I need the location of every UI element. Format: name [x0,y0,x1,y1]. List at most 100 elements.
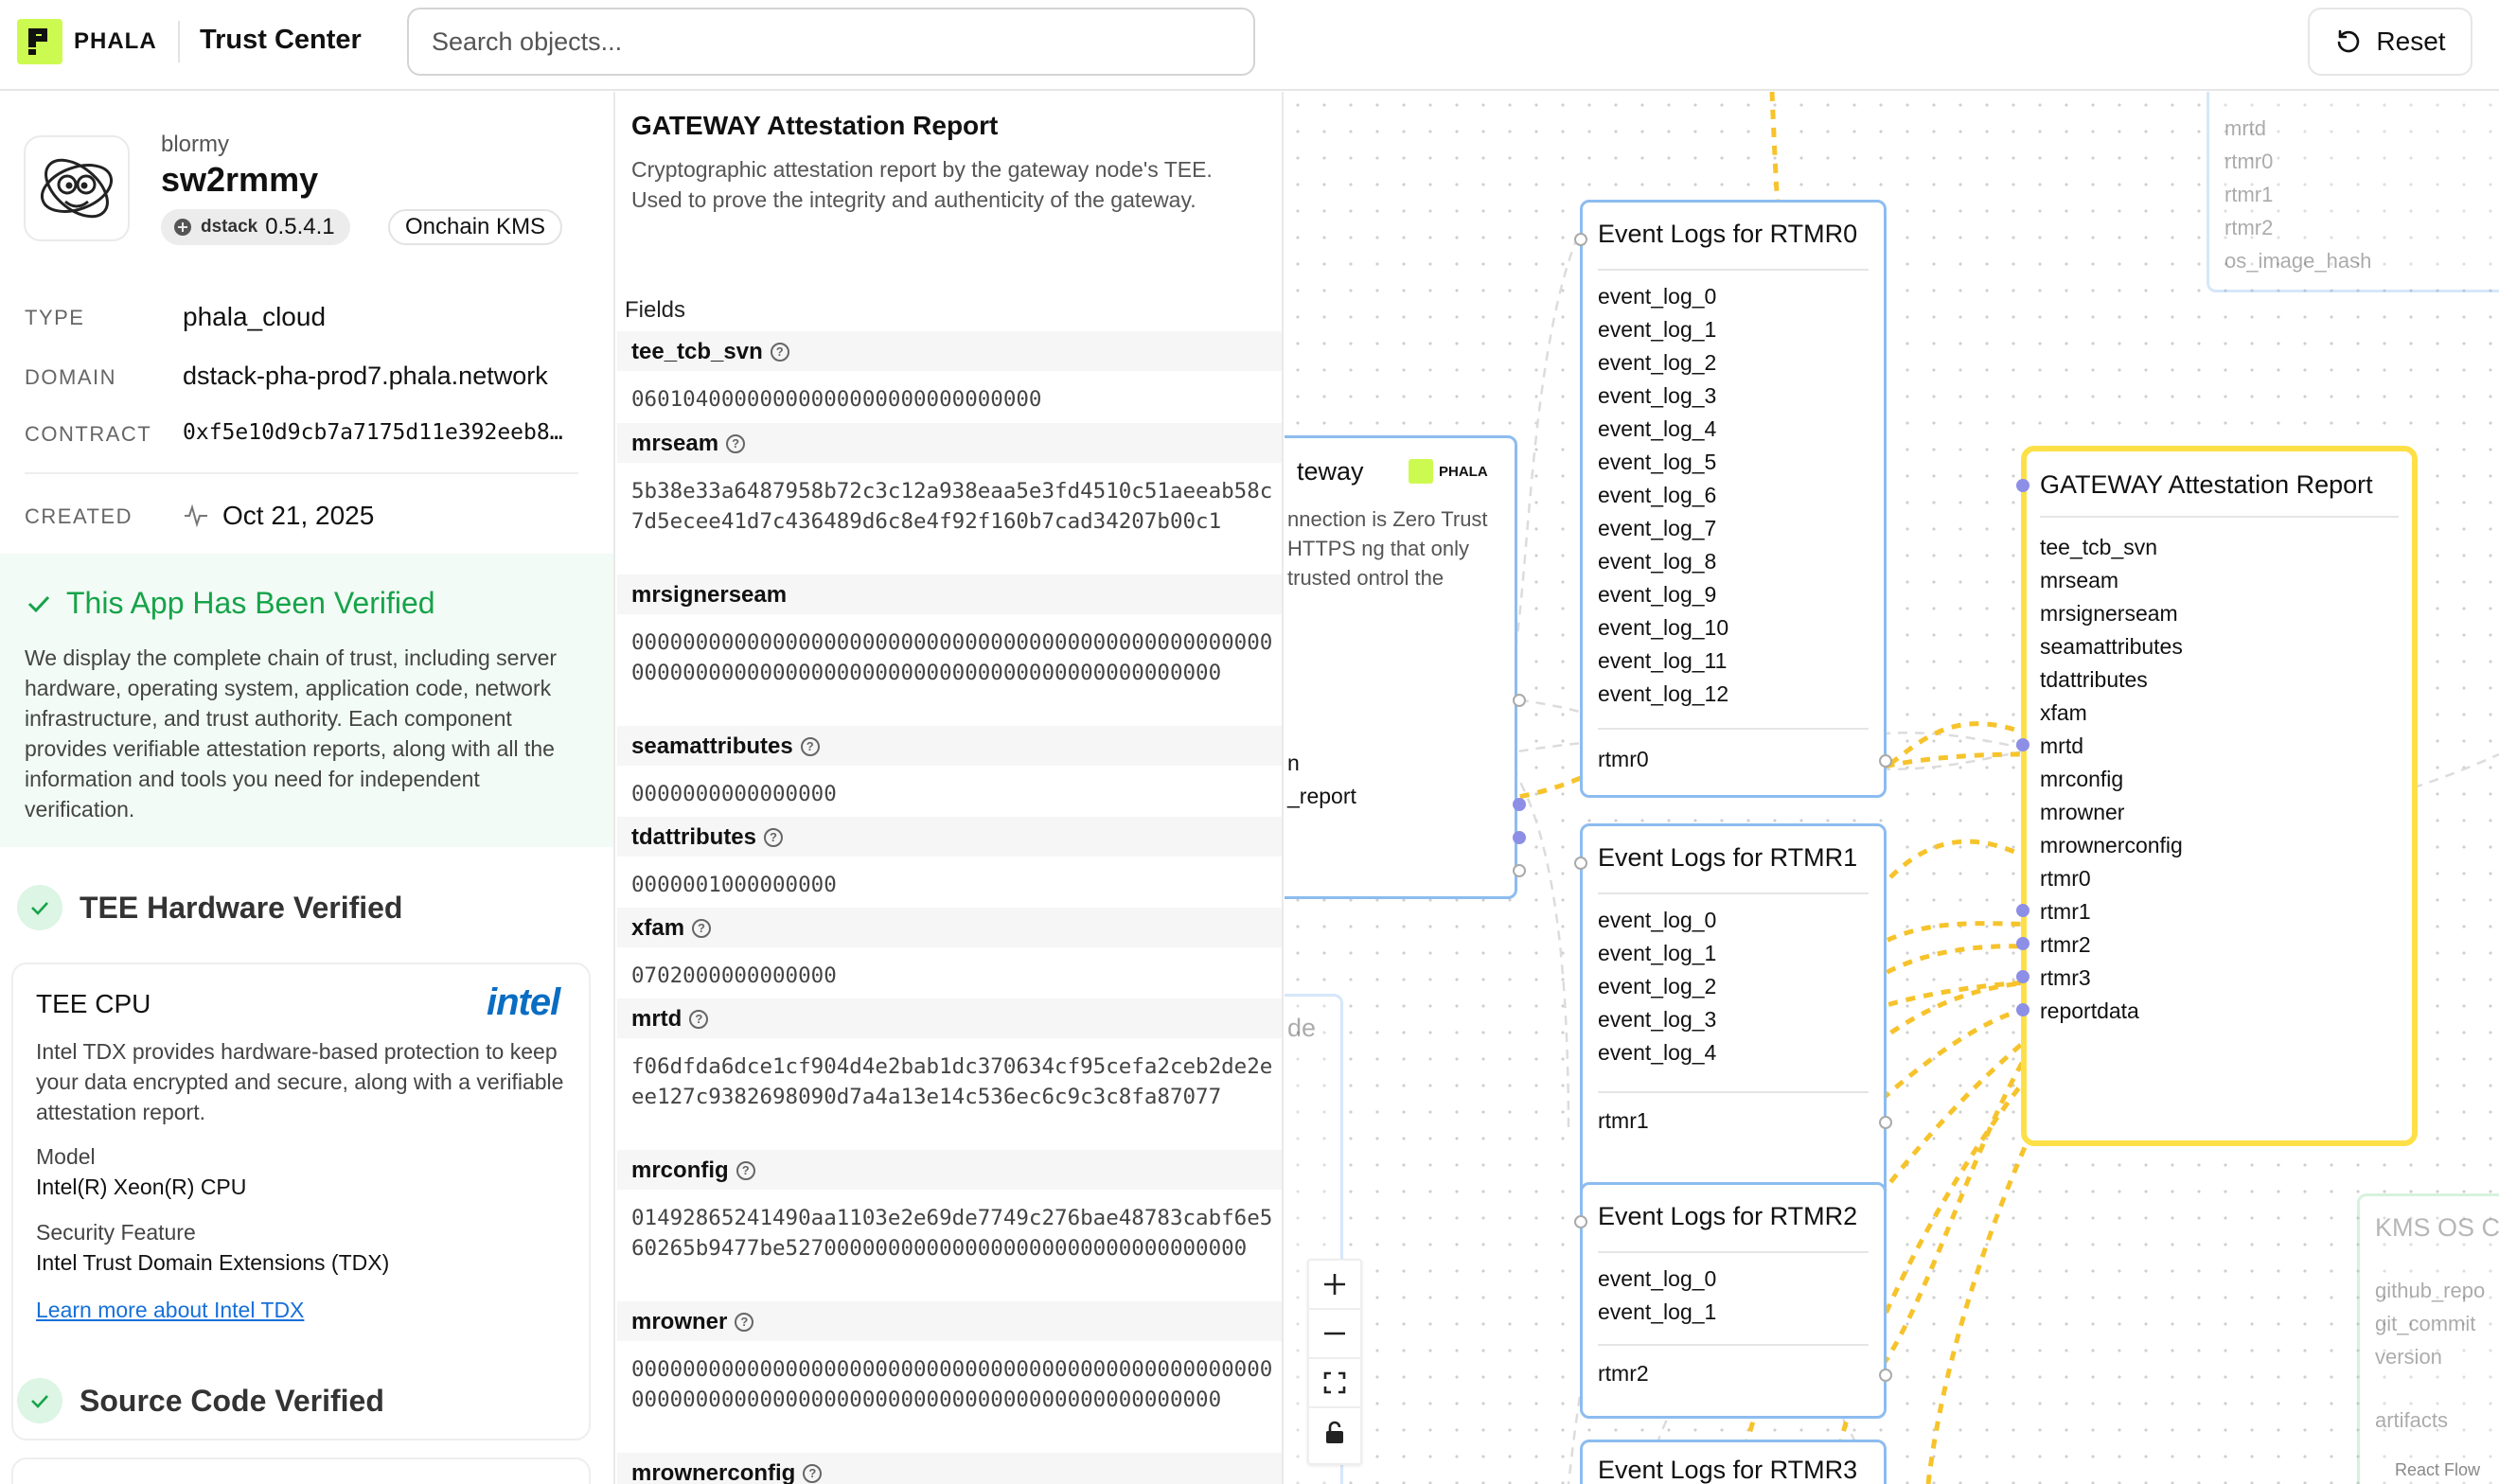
node-handle[interactable] [2016,970,2029,983]
react-flow-attribution[interactable]: React Flow [2395,1460,2481,1479]
phala-logo-icon[interactable] [17,19,62,64]
node-title: Event Logs for RTMR1 [1598,843,1858,872]
tee-card-description: Intel TDX provides hardware-based protec… [36,1039,564,1124]
node-handle[interactable] [2016,479,2029,492]
event-log-item: event_log_5 [1598,450,1717,474]
node-handle[interactable] [2016,1003,2029,1016]
field-value-mrsignerseam: 0000000000000000000000000000000000000000… [631,630,1273,685]
fit-view-icon [1323,1371,1346,1394]
check-circle-icon [17,885,62,930]
flow-canvas[interactable]: teway PHALA nnection is Zero Trust HTTPS… [1285,92,2499,1484]
help-icon[interactable]: ? [803,1464,823,1483]
node-handle[interactable] [1513,798,1526,811]
field-name-mrownerconfig: mrownerconfig? [631,1460,823,1484]
node-title: Event Logs for RTMR3 [1598,1456,1858,1484]
zoom-in-button[interactable] [1309,1261,1360,1310]
help-icon[interactable]: ? [692,919,712,938]
event-log-item: event_log_0 [1598,908,1717,932]
event-logs-rtmr0-node[interactable]: Event Logs for RTMR0 event_log_0 event_l… [1574,200,1892,798]
dstack-logo-icon [174,219,191,236]
security-feature-value: Intel Trust Domain Extensions (TDX) [36,1250,390,1275]
event-log-item: event_log_1 [1598,317,1717,342]
phala-badge-text: PHALA [1439,463,1488,480]
event-log-item: event_log_2 [1598,974,1717,998]
field-row-band [617,1301,1282,1341]
lock-icon [1326,1421,1343,1443]
security-feature-label: Security Feature [36,1220,196,1245]
node-handle[interactable] [1879,1116,1892,1129]
fit-view-button[interactable] [1309,1359,1360,1408]
node-handle[interactable] [1574,1215,1587,1228]
model-value: Intel(R) Xeon(R) CPU [36,1175,247,1199]
fields-heading: Fields [625,297,686,323]
gateway-attestation-report-node[interactable]: GATEWAY Attestation Report tee_tcb_svn m… [2016,446,2418,1146]
brand-name: PHALA [74,28,157,54]
dstack-version-badge: dstack 0.5.4.1 [161,209,350,245]
lock-button[interactable] [1309,1408,1360,1458]
node-handle[interactable] [2016,738,2029,751]
node-divider [1598,1091,1869,1093]
field-value-tdattributes: 0000001000000000 [631,873,837,897]
event-log-item: event_log_7 [1598,516,1717,540]
node-handle[interactable] [1513,831,1526,844]
field-row-band [617,817,1282,857]
help-icon[interactable]: ? [736,1161,755,1180]
node-divider [1598,1251,1869,1253]
event-logs-rtmr3-node[interactable]: Event Logs for RTMR3 [1580,1440,1887,1484]
gateway-partial-title: teway [1297,457,1364,486]
event-log-item: event_log_0 [1598,284,1717,309]
node-title: Event Logs for RTMR0 [1598,220,1858,248]
flow-controls [1307,1259,1362,1465]
search-input[interactable] [407,8,1255,76]
event-logs-rtmr2-node[interactable]: Event Logs for RTMR2 event_log_0 event_l… [1574,1182,1892,1419]
activity-icon [185,504,207,528]
source-code-verified[interactable]: Source Code Verified [17,1378,384,1423]
field-item: rtmr1 [2040,899,2091,924]
page-title: Trust Center [200,25,362,55]
zoom-out-button[interactable] [1309,1310,1360,1359]
node-handle[interactable] [2016,937,2029,950]
kms-os-node-partial[interactable]: KMS OS C github_repo git_commit version … [2357,1193,2499,1484]
node-handle[interactable] [1879,1369,1892,1382]
domain-value[interactable]: dstack-pha-prod7.phala.network [183,362,548,390]
event-log-item: event_log_3 [1598,383,1717,408]
node-handle[interactable] [2016,904,2029,917]
help-icon[interactable]: ? [735,1313,754,1332]
reset-button[interactable]: Reset [2308,8,2472,76]
node-handle[interactable] [1574,233,1587,246]
meta-divider [25,472,578,474]
intel-tdx-link[interactable]: Learn more about Intel TDX [36,1298,305,1322]
node-handle[interactable] [1513,864,1526,877]
top-right-node[interactable]: mrtd rtmr0 rtmr1 rtmr2 os_image_hash [2207,92,2499,292]
help-icon[interactable]: ? [726,434,746,453]
node-handle[interactable] [1574,857,1587,870]
node-items: tee_tcb_svn mrseam mrsignerseam seamattr… [2040,531,2183,1028]
tee-hardware-verified[interactable]: TEE Hardware Verified [17,885,402,930]
event-log-item: event_log_1 [1598,1299,1717,1324]
phala-logo-icon [1409,459,1433,484]
help-icon[interactable]: ? [770,343,789,362]
reset-icon [2338,29,2360,53]
node-divider [1598,269,1869,271]
help-icon[interactable]: ? [764,828,783,847]
app-info-panel: blormy sw2rmmy dstack 0.5.4.1 Onchain KM… [0,92,615,1484]
node-items: event_log_0 event_log_1 [1598,1263,1716,1329]
field-value-mrconfig: 01492865241490aa1103e2e69de7749c276bae48… [631,1206,1273,1261]
report-detail-panel: GATEWAY Attestation Report Cryptographic… [617,92,1284,1484]
field-value-mrowner: 0000000000000000000000000000000000000000… [631,1357,1273,1412]
node-divider [1598,728,1869,730]
node-handle[interactable] [1879,754,1892,768]
field-item: github_repo [2375,1279,2486,1302]
help-icon[interactable]: ? [800,737,820,756]
field-name-mrseam: mrseam? [631,431,746,457]
event-log-item: event_log_4 [1598,1040,1717,1065]
event-logs-rtmr1-node[interactable]: Event Logs for RTMR1 event_log_0 event_l… [1574,823,1892,1249]
field-row-band [617,908,1282,947]
event-log-item: event_log_3 [1598,1007,1717,1032]
contract-value[interactable]: 0xf5e10d9cb7a7175d11e392eeb8c1 [183,420,571,445]
node-handle[interactable] [1513,694,1526,707]
gateway-node-partial[interactable]: teway PHALA nnection is Zero Trust HTTPS… [1285,435,1526,899]
field-row-band [617,1453,1282,1484]
node-divider [2040,516,2399,518]
help-icon[interactable]: ? [689,1010,709,1029]
